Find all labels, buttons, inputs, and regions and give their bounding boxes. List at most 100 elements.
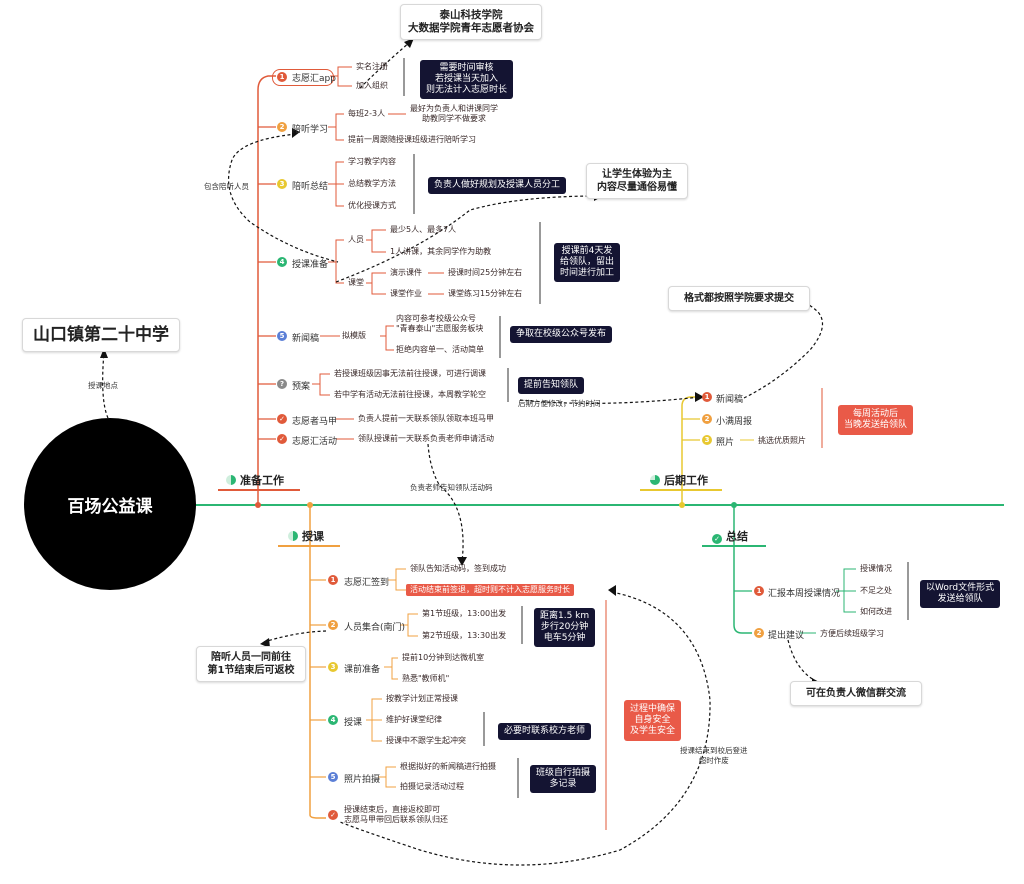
prep-4-class-1: 演示课件: [390, 268, 422, 277]
summary-1-child-2: 不足之处: [860, 586, 892, 595]
school-box: 山口镇第二十中学: [22, 318, 180, 352]
teach-label-3[interactable]: 课前准备: [344, 665, 381, 675]
teach-5-child-1: 根据拟好的新闻稿进行拍摄: [400, 762, 496, 771]
section-post-title[interactable]: 后期工作: [650, 472, 708, 488]
prep-4-class-2: 课堂作业: [390, 289, 422, 298]
prep-4-class-sub-2: 课堂练习15分钟左右: [448, 289, 523, 298]
teach-num-4: 4: [328, 715, 338, 725]
note-notify-code: 负责老师告知领队活动码: [410, 483, 493, 492]
post-label-3[interactable]: 照片: [716, 438, 735, 448]
pie-icon: [288, 531, 298, 541]
summary-label-2[interactable]: 提出建议: [768, 631, 805, 641]
prep-3-box: 负责人做好规划及授课人员分工: [428, 177, 567, 194]
prep-num-4: 4: [277, 257, 287, 267]
teach-2-child-2: 第2节班级，13:30出发: [422, 631, 507, 640]
teach-label-4[interactable]: 授课: [344, 718, 363, 728]
prep-5-mid: 拟模版: [342, 331, 366, 340]
prep-label-4[interactable]: 授课准备: [292, 260, 329, 270]
prep-6-box: 提前告知领队: [518, 377, 585, 394]
teach-5-child-2: 拍摄记录活动过程: [400, 782, 464, 791]
prep-num-5: 5: [277, 331, 287, 341]
teach-label-2[interactable]: 人员集合(南门): [344, 623, 406, 633]
section-summary-title[interactable]: ✓总结: [712, 528, 748, 544]
post-box: 每周活动后 当晚发送给领队: [838, 405, 914, 435]
post-num-2: 2: [702, 414, 712, 424]
summary-2-detail: 方便后续班级学习: [820, 629, 884, 638]
pie-icon: [650, 475, 660, 485]
prep-2-child-1: 每班2-3人: [348, 109, 386, 118]
prep-label-1: 志愿汇app: [292, 74, 336, 84]
section-prep-title[interactable]: 准备工作: [226, 472, 284, 488]
prep-label-3[interactable]: 陪听总结: [292, 182, 329, 192]
prep-4-group-people: 人员: [348, 235, 364, 244]
prep-num-7: ✓: [277, 414, 287, 424]
teach-4-child-1: 按教学计划正常授课: [386, 694, 458, 703]
prep-2-sub: 最好为负责人和讲课同学 助教同学不做要求: [410, 104, 498, 123]
teach-2-child-1: 第1节班级，13:00出发: [422, 609, 507, 618]
prep-3-child-1: 学习教学内容: [348, 157, 396, 166]
teach-label-1[interactable]: 志愿汇签到: [344, 578, 390, 588]
callout-wechat: 可在负责人微信群交流: [790, 681, 922, 706]
prep-6-child-2: 若中学有活动无法前往授课，本周教学轮空: [334, 390, 486, 399]
prep-num-8: ✓: [277, 434, 287, 444]
prep-5-box: 争取在校级公众号发布: [510, 326, 613, 343]
section-teach-title[interactable]: 授课: [288, 528, 324, 544]
teach-4-box: 必要时联系校方老师: [498, 723, 592, 740]
teach-num-6: ✓: [328, 810, 338, 820]
summary-num-2: 2: [754, 628, 764, 638]
prep-3-child-3: 优化授课方式: [348, 201, 396, 210]
prep-label-6[interactable]: 预案: [292, 382, 311, 392]
prep-4-group-class: 课堂: [348, 278, 364, 287]
prep-item-1[interactable]: [272, 69, 334, 86]
teach-safety-box: 过程中确保 自身安全 及学生安全: [624, 700, 682, 741]
teach-num-5: 5: [328, 772, 338, 782]
prep-7-detail: 负责人提前一天联系领队领取本班马甲: [358, 414, 494, 423]
summary-num-1: 1: [754, 586, 764, 596]
teach-2-box: 距离1.5 km 步行20分钟 电车5分钟: [534, 608, 596, 647]
post-3-detail: 挑选优质照片: [758, 436, 806, 445]
callout-format: 格式都按照学院要求提交: [668, 286, 810, 311]
teach-label-6[interactable]: 授课结束后，直接返校即可 志愿马甲带回后联系领队归还: [344, 805, 448, 824]
teach-1-child-1: 领队告知活动码，签到成功: [410, 564, 506, 573]
prep-1-child-2: 加入组织: [356, 81, 388, 90]
prep-label-7[interactable]: 志愿者马甲: [292, 417, 338, 427]
note-later-modify: 后期方便修改，节约时间: [518, 399, 601, 408]
prep-num-1: 1: [277, 72, 287, 82]
prep-1-child-1: 实名注册: [356, 62, 388, 71]
teach-4-child-3: 授课中不跟学生起冲突: [386, 736, 466, 745]
pie-icon: [226, 475, 236, 485]
prep-num-3: 3: [277, 179, 287, 189]
teach-4-child-2: 维护好课堂纪律: [386, 715, 442, 724]
prep-label-5[interactable]: 新闻稿: [292, 334, 320, 344]
prep-4-class-sub-1: 授课时间25分钟左右: [448, 268, 523, 277]
post-label-1[interactable]: 新闻稿: [716, 395, 744, 405]
post-num-3: 3: [702, 435, 712, 445]
teach-label-5[interactable]: 照片拍摄: [344, 775, 381, 785]
summary-label-1[interactable]: 汇报本周授课情况: [768, 589, 841, 599]
prep-2-child-2: 提前一周跟随授课班级进行陪听学习: [348, 135, 476, 144]
summary-1-child-1: 授课情况: [860, 564, 892, 573]
prep-8-detail: 领队授课前一天联系负责老师申请活动: [358, 434, 494, 443]
school-note: 授课地点: [88, 381, 118, 390]
prep-5-child-2: 拒绝内容单一、活动简单: [396, 345, 484, 354]
prep-label-2[interactable]: 陪听学习: [292, 125, 329, 135]
prep-num-2: 2: [277, 122, 287, 132]
prep-num-6: ?: [277, 379, 287, 389]
prep-3-child-2: 总结教学方法: [348, 179, 396, 188]
org-box: 泰山科技学院 大数据学院青年志愿者协会: [400, 4, 542, 40]
teach-3-child-2: 熟悉"教师机": [402, 674, 450, 683]
teach-num-2: 2: [328, 620, 338, 630]
check-circle-icon: ✓: [712, 534, 722, 544]
post-label-2[interactable]: 小满周报: [716, 417, 753, 427]
post-num-1: 1: [702, 392, 712, 402]
note-after-back: 授课结束到校后登进 超时作废: [680, 746, 748, 765]
prep-label-8[interactable]: 志愿汇活动: [292, 437, 338, 447]
teach-1-child-2: 活动结束前签退，超时则不计入志愿服务时长: [406, 584, 574, 596]
teach-3-child-1: 提前10分钟到达微机室: [402, 653, 485, 662]
prep-4-box: 授课前4天发 给领队，留出 时间进行加工: [554, 243, 621, 282]
teach-num-3: 3: [328, 662, 338, 672]
prep-5-child-1: 内容可参考校级公众号 "青春泰山"志愿服务板块: [396, 314, 484, 333]
teach-num-1: 1: [328, 575, 338, 585]
teach-5-box: 班级自行拍摄 多记录: [530, 765, 597, 793]
prep-4-people-1: 最少5人、最多7人: [390, 225, 457, 234]
